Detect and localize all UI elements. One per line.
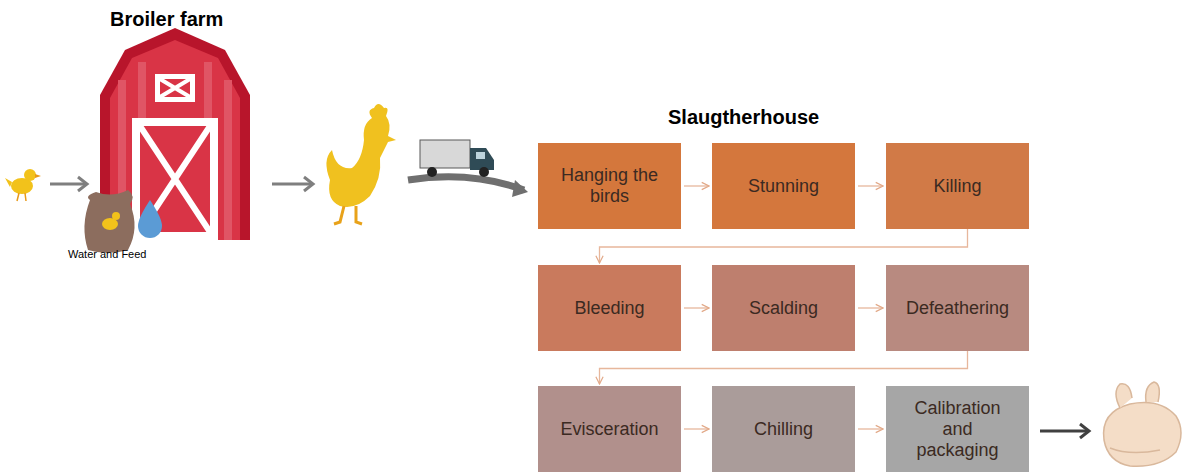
process-box: Scalding: [712, 265, 855, 351]
process-box: Calibration and packaging: [886, 386, 1029, 472]
flow-arrow: [858, 185, 883, 186]
flow-arrow: [684, 428, 709, 429]
flow-arrow: [600, 351, 968, 384]
process-box: Bleeding: [538, 265, 681, 351]
process-label: Evisceration: [560, 419, 658, 440]
flow-arrow: [684, 307, 709, 308]
flow-arrow: [684, 185, 709, 186]
process-label: Bleeding: [574, 298, 644, 319]
raw-chicken-illustration: [1104, 382, 1181, 466]
process-label: Stunning: [748, 176, 819, 197]
farm-heading: Broiler farm: [110, 8, 223, 31]
process-label: Killing: [933, 176, 981, 197]
truck-illustration: [408, 140, 528, 197]
process-label: Hanging the birds: [552, 165, 667, 207]
process-box: Defeathering: [886, 265, 1029, 351]
input-caption: Water and Feed: [68, 248, 146, 260]
chicken-illustration: [326, 104, 396, 224]
chick-icon: [5, 169, 41, 201]
feed-sack-illustration: [84, 190, 162, 253]
process-label: Defeathering: [906, 298, 1009, 319]
process-box: Killing: [886, 143, 1029, 229]
flow-arrow-illustration: [272, 177, 313, 191]
flow-arrow: [600, 229, 968, 263]
flow-arrow: [858, 307, 883, 308]
process-label: Scalding: [749, 298, 818, 319]
process-box: Chilling: [712, 386, 855, 472]
process-label: Chilling: [754, 419, 813, 440]
process-label: Calibration and packaging: [900, 398, 1015, 461]
slaughterhouse-heading: Slaugtherhouse: [668, 106, 819, 129]
flow-arrow-illustration: [50, 177, 87, 191]
flow-arrow: [858, 428, 883, 429]
process-box: Hanging the birds: [538, 143, 681, 229]
process-box: Evisceration: [538, 386, 681, 472]
process-box: Stunning: [712, 143, 855, 229]
flow-arrow-illustration: [1040, 424, 1089, 438]
